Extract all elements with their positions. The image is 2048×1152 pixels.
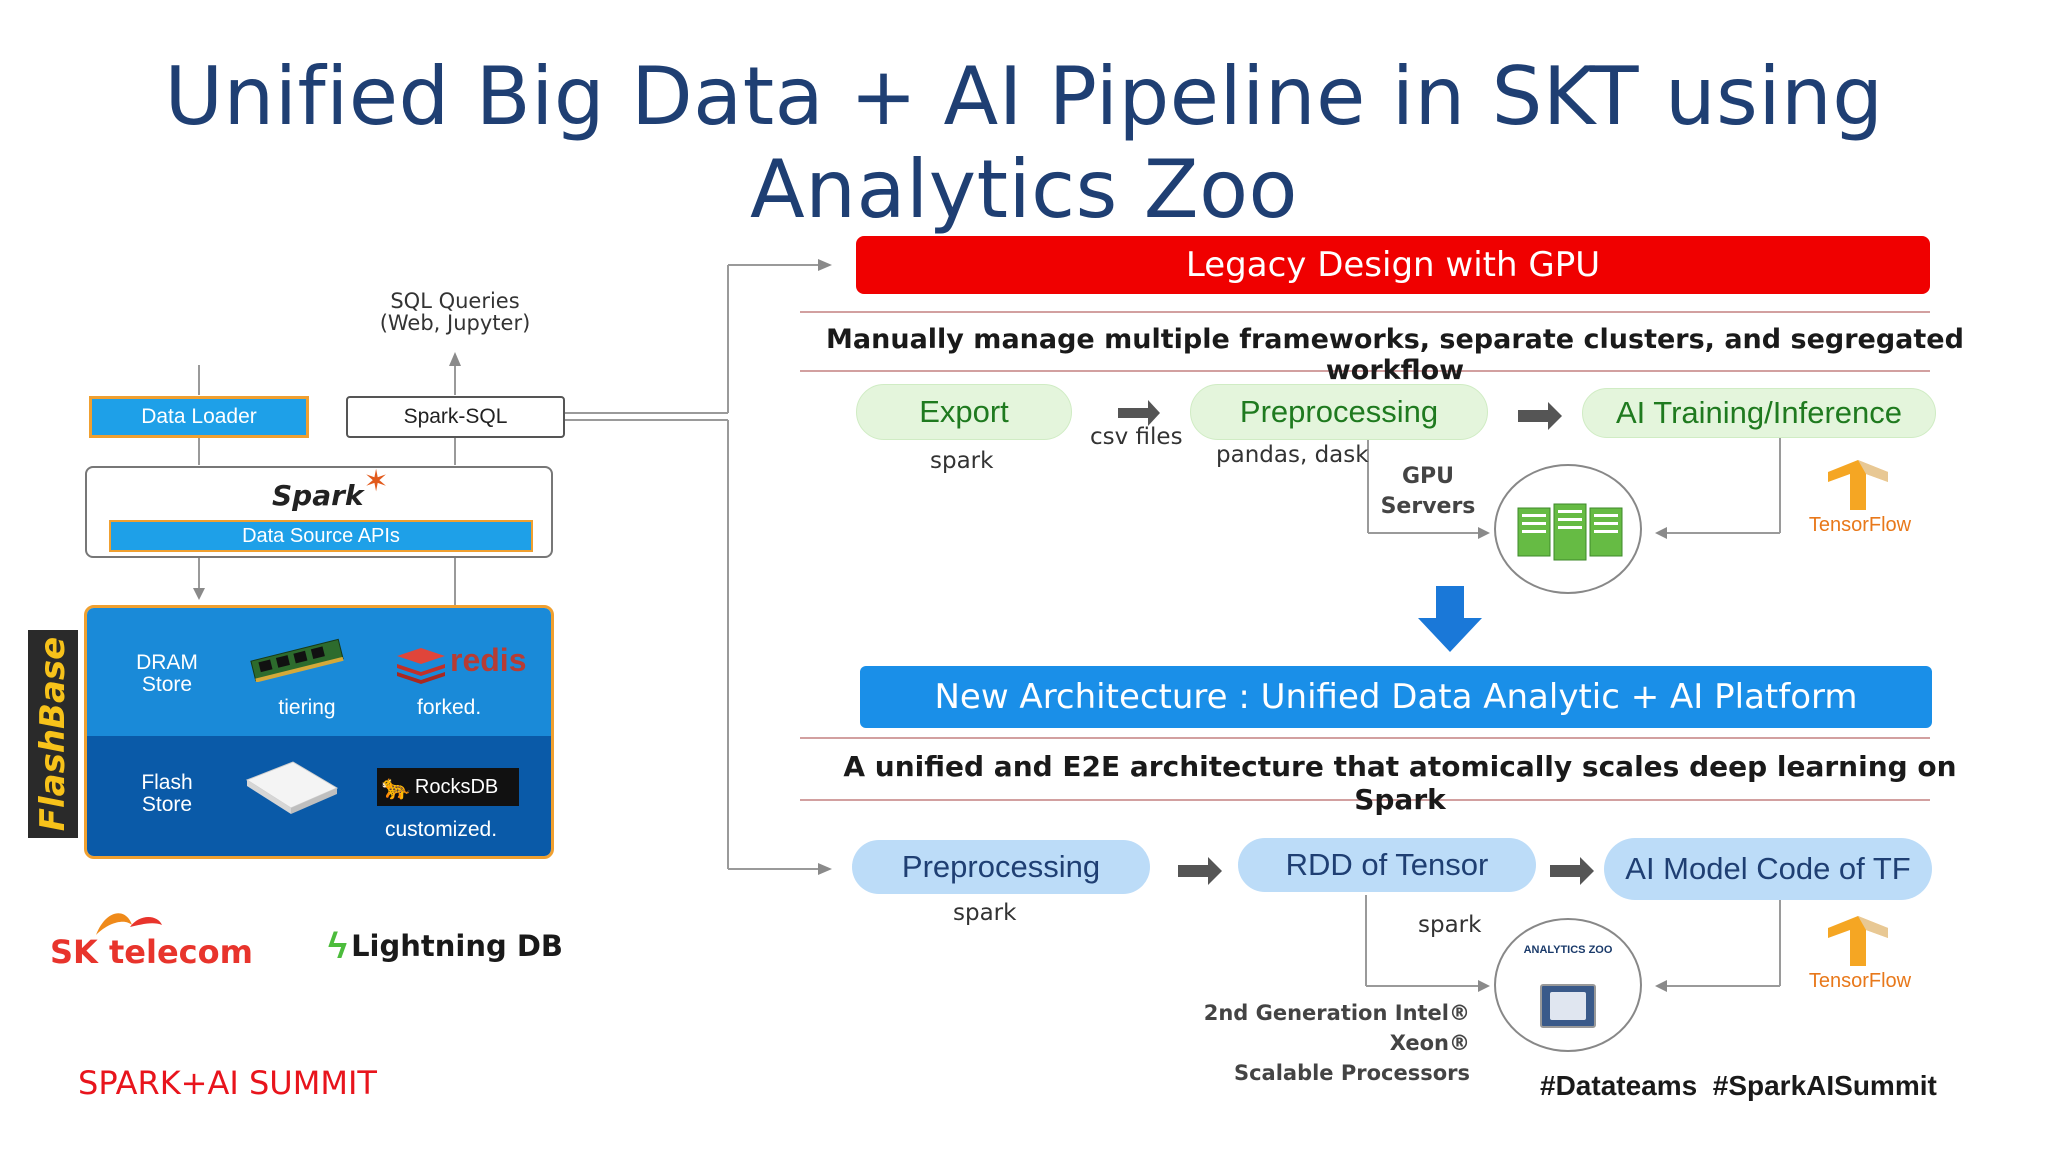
tensorflow-icon-2	[1828, 916, 1888, 966]
dram-store-section	[87, 608, 551, 736]
forked-label: forked.	[417, 696, 482, 719]
sk-telecom-label: SK telecom	[50, 933, 253, 971]
export-pill: Export	[856, 384, 1072, 440]
spark-sql-box: Spark-SQL	[346, 396, 565, 438]
rocksdb-label: RocksDB	[414, 775, 499, 798]
gpu-servers-label: GPU Servers	[1380, 464, 1476, 519]
flashbase-text: FlashBase	[33, 636, 73, 832]
sql-queries-text: SQL Queries	[390, 289, 520, 313]
data-source-apis-box: Data Source APIs	[109, 520, 533, 552]
new-preprocessing-label: Preprocessing	[901, 849, 1101, 884]
legacy-preprocessing-label: Preprocessing	[1239, 394, 1439, 429]
redis-label: redis	[450, 642, 527, 678]
legacy-subtitle: Manually manage multiple frameworks, sep…	[826, 324, 1964, 386]
rdd-tensor-pill: RDD of Tensor	[1238, 838, 1536, 892]
storage-box: DRAM Store tiering redis forked. Flash S…	[84, 605, 554, 859]
legacy-spark-label: spark	[930, 448, 994, 474]
hashtags: #Datateams #SparkAISummit	[1540, 1070, 1937, 1101]
flashbase-logo: FlashBase	[28, 630, 78, 838]
ram-icon	[250, 638, 344, 682]
analytics-zoo-logo: ANALYTICS ZOO	[1523, 944, 1613, 956]
lightning-db-logo: ϟ Lightning DB	[328, 925, 563, 967]
tensorflow-logo-new: TensorFlow	[1800, 916, 1920, 996]
data-source-apis-label: Data Source APIs	[242, 524, 400, 547]
data-loader-box: Data Loader	[89, 396, 309, 438]
spark-star-icon: ✶	[363, 464, 389, 499]
new-arch-header: New Architecture : Unified Data Analytic…	[860, 666, 1932, 728]
ai-model-pill: AI Model Code of TF	[1604, 838, 1932, 900]
rdd-tensor-label: RDD of Tensor	[1285, 847, 1489, 882]
summit-label: SPARK+AI SUMMIT	[78, 1064, 377, 1102]
scalable-processors-text: Scalable Processors	[1233, 1061, 1470, 1085]
ai-training-label: AI Training/Inference	[1615, 395, 1903, 430]
sk-butterfly-icon	[96, 913, 162, 935]
spark-sql-label: Spark-SQL	[403, 405, 508, 428]
ai-model-label: AI Model Code of TF	[1625, 851, 1911, 886]
gpu-server-icon	[1517, 503, 1623, 561]
summit-logo: SPARK+AI SUMMIT	[78, 1064, 377, 1102]
tensorflow-label-legacy: TensorFlow	[1808, 514, 1912, 536]
ssd-icon	[245, 761, 339, 814]
tensorflow-logo-legacy: TensorFlow	[1800, 460, 1920, 540]
rocksdb-logo: 🐆 RocksDB	[377, 768, 519, 806]
data-loader-label: Data Loader	[141, 405, 257, 428]
csv-files-label: csv files	[1090, 424, 1183, 450]
spark-data-source-box: Spark✶ Data Source APIs	[85, 464, 553, 558]
gpu-servers-circle	[1494, 464, 1642, 594]
dram-store-label: DRAM Store	[136, 651, 198, 696]
legacy-preprocessing-pill: Preprocessing	[1190, 384, 1488, 440]
spark-logo-text: Spark	[272, 479, 364, 512]
sk-telecom-text: SK telecom	[50, 933, 253, 971]
intel-xeon-label: 2nd Generation Intel® Xeon® Scalable Pro…	[1150, 998, 1470, 1088]
customized-label: customized.	[385, 818, 498, 841]
tensorflow-icon	[1828, 460, 1888, 510]
tiering-label: tiering	[278, 696, 336, 719]
sk-telecom-logo: SK telecom	[50, 905, 270, 975]
sql-queries-sub: (Web, Jupyter)	[379, 311, 531, 335]
intel-xeon-text: 2nd Generation Intel® Xeon®	[1203, 1001, 1470, 1055]
intel-chip-icon	[1540, 984, 1596, 1028]
spark-logo: Spark✶	[272, 464, 389, 513]
legacy-header: Legacy Design with GPU	[856, 236, 1930, 294]
analytics-zoo-circle: ANALYTICS ZOO	[1494, 918, 1642, 1052]
redis-icon	[397, 648, 445, 684]
tensorflow-label-new: TensorFlow	[1808, 970, 1912, 992]
new-preprocessing-pill: Preprocessing	[852, 840, 1150, 894]
page-title: Unified Big Data + AI Pipeline in SKT us…	[164, 50, 1884, 236]
export-label: Export	[919, 394, 1009, 429]
new-spark-label-2: spark	[1418, 912, 1482, 938]
new-arch-subtitle: A unified and E2E architecture that atom…	[843, 750, 1957, 816]
sql-queries-label: SQL Queries (Web, Jupyter)	[375, 290, 535, 334]
lightning-db-label: Lightning DB	[351, 929, 564, 963]
new-arch-header-label: New Architecture : Unified Data Analytic…	[934, 677, 1858, 717]
pandas-dask-label: pandas, dask	[1216, 442, 1369, 468]
ai-training-pill: AI Training/Inference	[1582, 388, 1936, 438]
flash-store-label: Flash Store	[141, 771, 193, 816]
lightning-icon: ϟ	[328, 925, 348, 966]
new-spark-label-1: spark	[953, 900, 1017, 926]
legacy-header-label: Legacy Design with GPU	[1185, 245, 1601, 285]
rocksdb-animal-icon: 🐆	[381, 773, 411, 801]
